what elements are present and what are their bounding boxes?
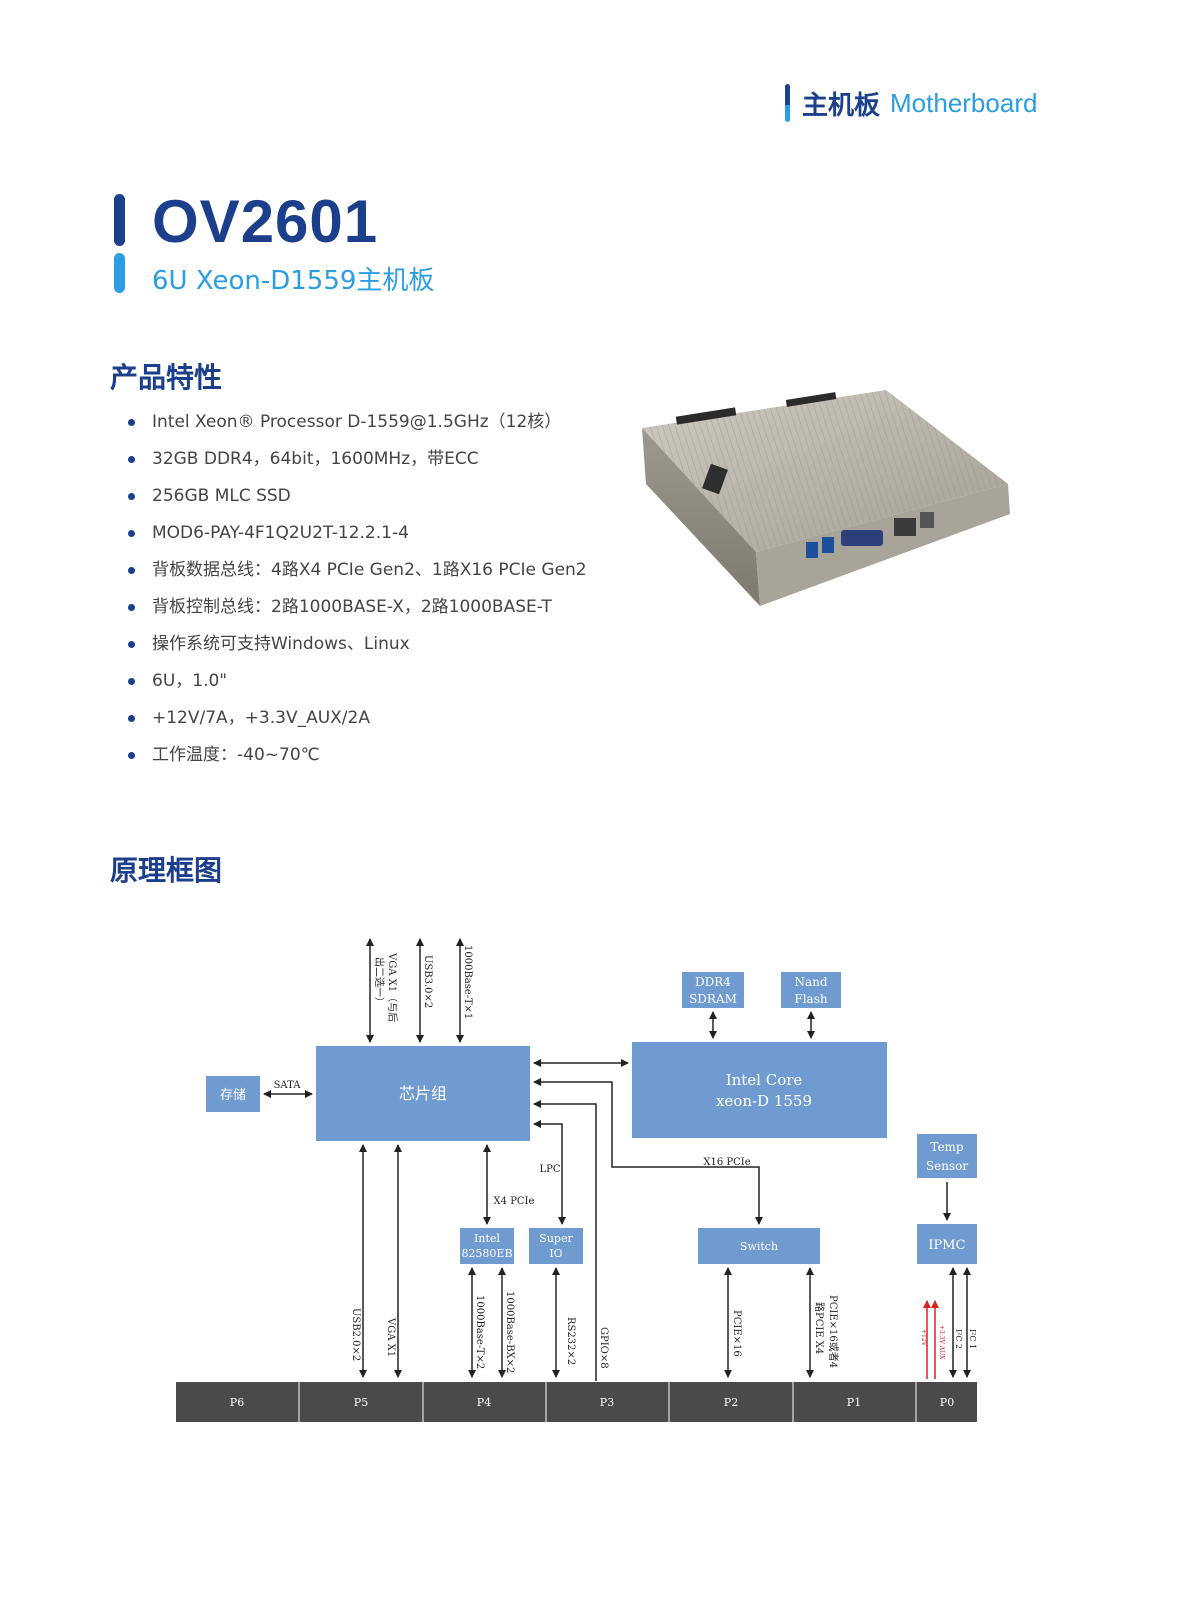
vga-top-label-2: 出二选一） [373, 957, 386, 1007]
gpio-label: GPIO×8 [598, 1327, 609, 1369]
header-category-cn: 主机板 [802, 90, 881, 121]
product-subtitle: 6U Xeon-D1559主机板 [152, 266, 435, 296]
ddr4-label-1: DDR4 [695, 975, 731, 989]
ddr4-label-2: SDRAM [689, 992, 737, 1006]
feature-item: 6U，1.0" [128, 665, 587, 702]
sio-label-1: Super [539, 1232, 573, 1245]
usb30-label: USB3.0×2 [422, 955, 433, 1008]
p0-power-label: +3.3V AUX [938, 1325, 945, 1360]
power-labels: +3.3V AUX +12V [920, 1325, 945, 1360]
features-list: Intel Xeon® Processor D-1559@1.5GHz（12核）… [128, 406, 587, 776]
sata-label: SATA [274, 1080, 302, 1091]
nand-label-2: Flash [794, 992, 827, 1006]
super-io-block: Super IO [529, 1228, 583, 1264]
pcie16-label: PCIE×16 [731, 1310, 742, 1357]
feature-item: 操作系统可支持Windows、Linux [128, 628, 587, 665]
ddr4-block: DDR4 SDRAM [682, 972, 744, 1008]
lpc-label: LPC [539, 1164, 560, 1175]
storage-label: 存储 [220, 1088, 246, 1103]
cpu-label-1: Intel Core [726, 1071, 803, 1089]
header-accent-bar [785, 84, 790, 122]
feature-item: 256GB MLC SSD [128, 480, 587, 517]
pcie-option-label-2: 路PCIE X4 [813, 1302, 826, 1354]
vga-top-label-1: VGA X1（与后 [386, 952, 398, 1022]
cpu-label-2: xeon-D 1559 [716, 1092, 812, 1110]
product-model: OV2601 [152, 188, 379, 255]
power-arrows [923, 1300, 939, 1379]
title-accent-bar-top [114, 194, 125, 246]
diagram-heading: 原理框图 [110, 854, 223, 887]
header-category-en: Motherboard [890, 87, 1038, 118]
usb20-label: USB2.0×2 [350, 1308, 361, 1361]
vga-rear-label: VGA X1 [385, 1317, 396, 1357]
product-photo [642, 390, 1010, 606]
temp-sensor-block: Temp Sensor [917, 1134, 977, 1178]
connector-p1: P1 [847, 1396, 861, 1409]
chipset-label: 芯片组 [399, 1084, 447, 1103]
sio-label-2: IO [549, 1247, 562, 1260]
gbe-bx-label: 1000Base-BX×2 [504, 1291, 515, 1373]
page-header: 主机板 Motherboard [785, 84, 1037, 122]
feature-item: Intel Xeon® Processor D-1559@1.5GHz（12核） [128, 406, 587, 443]
cpu-block: Intel Core xeon-D 1559 [632, 1042, 887, 1138]
nic-label-1: Intel [474, 1232, 500, 1245]
ipmc-label: IPMC [928, 1238, 965, 1253]
feature-item: MOD6-PAY-4F1Q2U2T-12.2.1-4 [128, 517, 587, 554]
nand-label-1: Nand [794, 975, 827, 989]
nand-block: Nand Flash [781, 972, 841, 1008]
x16-pcie-label: X16 PCIe [703, 1157, 750, 1168]
temp-label-2: Sensor [926, 1159, 968, 1173]
p0-power-label-2: +12V [920, 1329, 927, 1347]
rs232-label: RS232×2 [565, 1317, 576, 1365]
connector-p6: P6 [230, 1396, 244, 1409]
connector-p2: P2 [724, 1396, 738, 1409]
switch-label: Switch [740, 1240, 778, 1253]
connector-p5: P5 [354, 1396, 368, 1409]
vertical-labels: VGA X1（与后 出二选一） USB3.0×2 1000Base-T×1 US… [350, 945, 839, 1373]
connector-p0: P0 [940, 1396, 954, 1409]
connector-p3: P3 [600, 1396, 614, 1409]
nic-label-2: 82580EB [461, 1247, 512, 1260]
ipmc-block: IPMC [917, 1224, 977, 1264]
feature-item: 背板控制总线：2路1000BASE-X，2路1000BASE-T [128, 591, 587, 628]
nic-block: Intel 82580EB [460, 1228, 514, 1264]
storage-block: 存储 [206, 1076, 260, 1112]
i2c1-label: I²C 1 [968, 1329, 977, 1349]
backplane-connectors: P6 P5 P4 P3 P2 P1 P0 [176, 1382, 977, 1422]
chipset-block: 芯片组 [316, 1046, 530, 1141]
gbe-front-label: 1000Base-T×1 [462, 945, 473, 1019]
feature-item: 32GB DDR4，64bit，1600MHz，带ECC [128, 443, 587, 480]
connection-lines [263, 938, 971, 1381]
features-heading: 产品特性 [110, 361, 223, 394]
pcie-option-label-1: PCIE×16或者4 [827, 1295, 839, 1368]
feature-item: 背板数据总线：4路X4 PCIe Gen2、1路X16 PCIe Gen2 [128, 554, 587, 591]
connector-p4: P4 [477, 1396, 491, 1409]
i2c2-label: I²C 2 [954, 1329, 963, 1349]
i2c-labels: I²C 2 I²C 1 [954, 1329, 977, 1349]
feature-item: +12V/7A，+3.3V_AUX/2A [128, 702, 587, 739]
block-diagram: 存储 芯片组 Intel Core xeon-D 1559 DDR4 SDRAM… [176, 938, 977, 1422]
feature-item: 工作温度：-40~70℃ [128, 739, 587, 776]
temp-label-1: Temp [930, 1140, 964, 1154]
gbe-t-label: 1000Base-T×2 [474, 1295, 485, 1369]
x4-pcie-label: X4 PCIe [494, 1196, 535, 1207]
title-accent-bar-bottom [114, 253, 125, 293]
switch-block: Switch [698, 1228, 820, 1264]
